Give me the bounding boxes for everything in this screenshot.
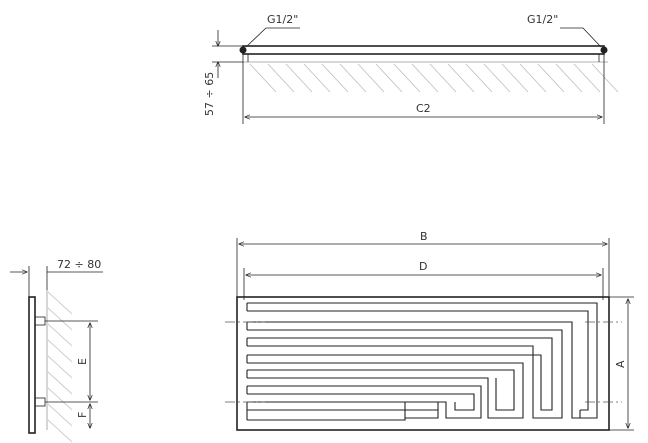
hatch-line: [501, 63, 529, 93]
hatch-line: [393, 63, 421, 93]
side-bracket-upper: [34, 316, 46, 326]
hatch-line: [285, 63, 313, 93]
hatch-line: [267, 63, 295, 93]
hatch-line: [47, 291, 73, 315]
hatch-line: [47, 339, 73, 363]
hatch-line: [339, 63, 367, 93]
hatch-line: [519, 63, 547, 93]
hatch-line: [375, 63, 403, 93]
side-e-label: E: [76, 358, 89, 365]
hatch-line: [47, 307, 73, 331]
hatch-line: [447, 63, 475, 93]
hatch-line: [591, 63, 619, 93]
hatch-line: [357, 63, 385, 93]
hatch-line: [47, 323, 73, 347]
hatch-line: [555, 63, 583, 93]
front-tube-pattern: [246, 302, 598, 421]
hatch-line: [47, 387, 73, 411]
top-radiator-bar: [242, 45, 605, 55]
side-wall-hatch: [47, 291, 73, 443]
top-connection-right-icon: [600, 46, 608, 54]
hatch-line: [537, 63, 565, 93]
hatch-line: [47, 403, 73, 427]
side-view: 72 ÷ 80 E F: [10, 258, 103, 443]
hatch-line: [303, 63, 331, 93]
front-b-label: B: [420, 230, 428, 243]
top-connection-left-icon: [239, 46, 247, 54]
front-d-label: D: [419, 260, 427, 273]
top-wall-hatch: [242, 61, 619, 93]
front-view: B D A: [225, 230, 634, 431]
top-connection-left-label: G1/2": [267, 13, 298, 26]
hatch-line: [465, 63, 493, 93]
top-view: G1/2" G1/2" 57 ÷ 65 C2: [203, 13, 619, 124]
side-bracket-lower: [34, 397, 46, 407]
hatch-line: [47, 371, 73, 395]
side-f-label: F: [76, 412, 89, 418]
hatch-line: [47, 355, 73, 379]
hatch-line: [573, 63, 601, 93]
side-radiator-panel: [28, 296, 36, 434]
top-depth-label: 57 ÷ 65: [203, 72, 216, 116]
top-connection-right-label: G1/2": [527, 13, 558, 26]
top-width-label: C2: [416, 102, 431, 115]
hatch-line: [411, 63, 439, 93]
hatch-line: [47, 419, 73, 443]
hatch-line: [429, 63, 457, 93]
front-outer-frame: [236, 296, 610, 431]
front-a-label: A: [614, 360, 627, 368]
hatch-line: [321, 63, 349, 93]
side-depth-label: 72 ÷ 80: [57, 258, 101, 271]
hatch-line: [249, 63, 277, 93]
hatch-line: [483, 63, 511, 93]
